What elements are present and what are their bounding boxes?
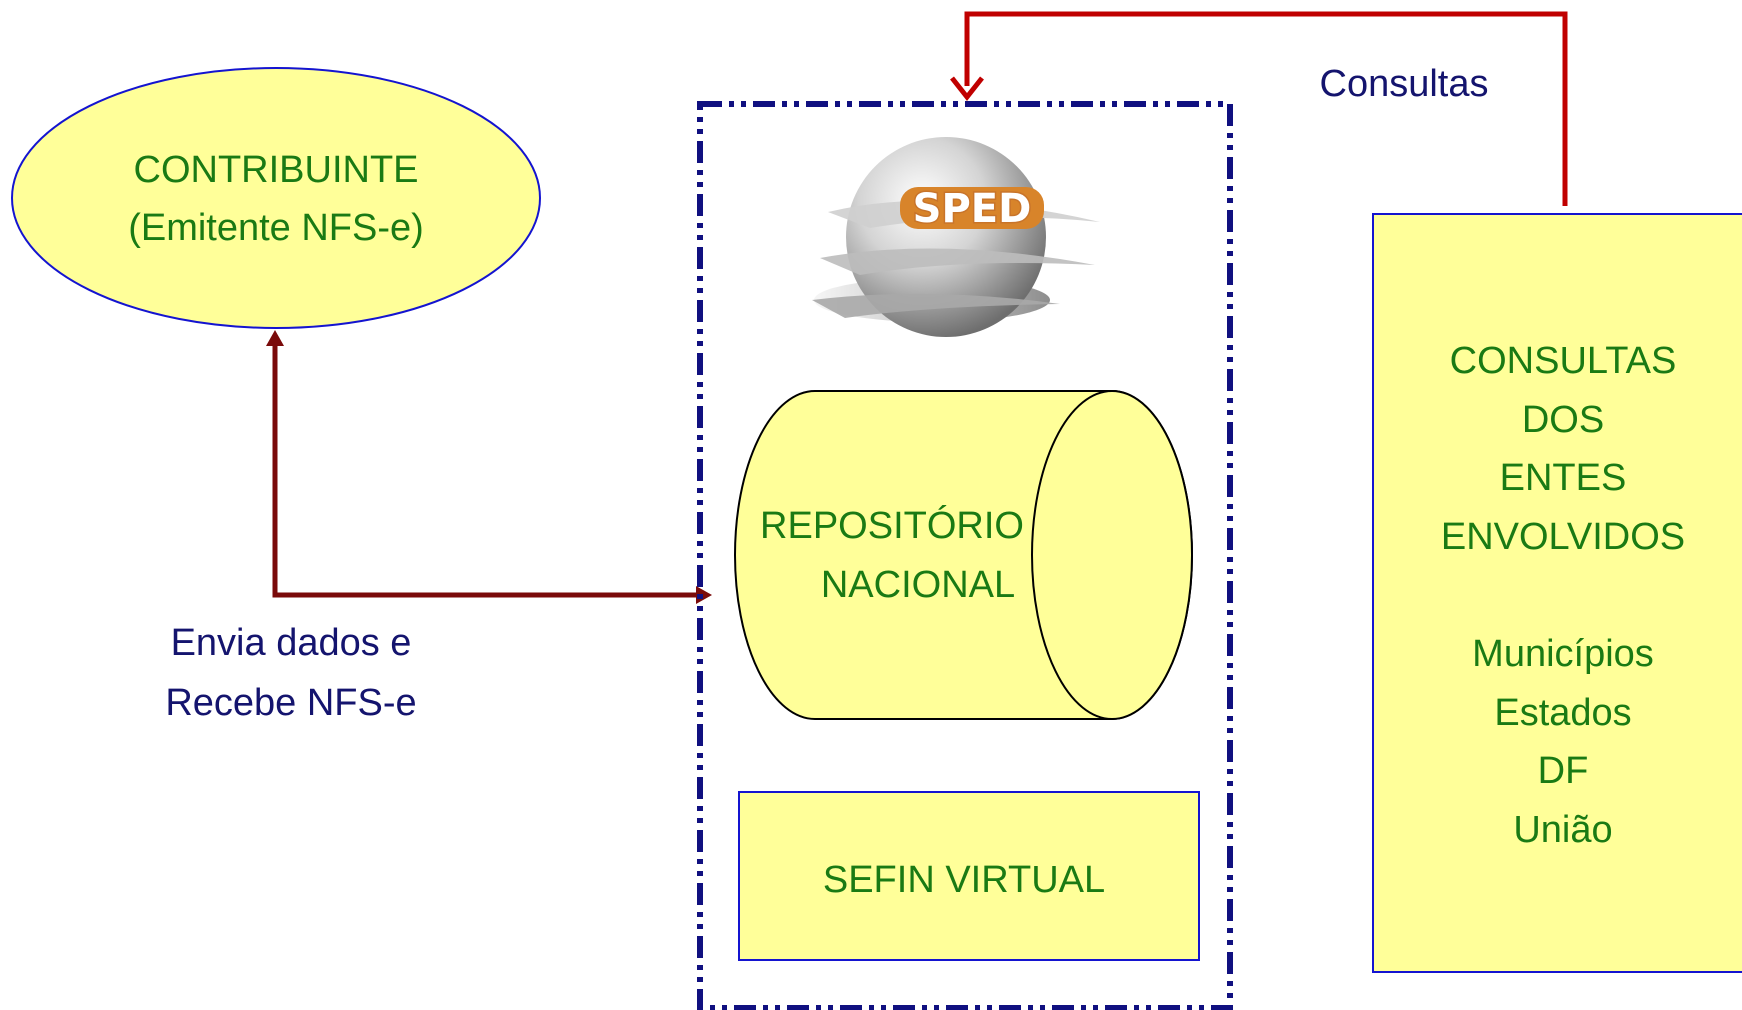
ente-municipios: Municípios — [1472, 633, 1654, 675]
envia-recebe-arrow — [266, 330, 712, 604]
sefin-virtual-box — [738, 791, 1200, 961]
contribuinte-node: CONTRIBUINTE (Emitente NFS-e) — [11, 67, 541, 329]
repositorio-cylinder-end — [1031, 390, 1193, 720]
ente-estados: Estados — [1494, 692, 1631, 734]
consultas-arrow — [950, 11, 1568, 206]
sped-container — [697, 101, 1233, 1010]
envia-recebe-connector — [272, 342, 698, 598]
consultas-heading-line2: DOS — [1522, 399, 1604, 441]
arrowhead-up-icon — [266, 330, 284, 346]
consultas-label: Consultas — [1320, 63, 1489, 105]
consultas-heading-line3: ENTES — [1500, 457, 1627, 499]
sped-globe-logo-icon: SPED — [812, 137, 1100, 337]
envia-label-line2: Recebe NFS-e — [165, 682, 416, 724]
sefin-virtual-label: SEFIN VIRTUAL — [823, 859, 1105, 901]
ente-uniao: União — [1513, 809, 1612, 851]
consultas-connector — [964, 11, 1568, 206]
sped-logo-text: SPED — [913, 186, 1032, 232]
consultas-entes-node: CONSULTAS DOS ENTES ENVOLVIDOS Município… — [1372, 213, 1742, 973]
contribuinte-subtitle: (Emitente NFS-e) — [128, 207, 424, 249]
repositorio-label-line1: REPOSITÓRIO — [760, 504, 1024, 547]
consultas-entes-box — [1372, 213, 1742, 973]
consultas-heading-line1: CONSULTAS — [1450, 340, 1677, 382]
sefin-virtual-node: SEFIN VIRTUAL — [738, 791, 1200, 961]
contribuinte-ellipse — [11, 67, 541, 329]
contribuinte-title: CONTRIBUINTE — [134, 149, 419, 191]
repositorio-nacional-node: REPOSITÓRIO NACIONAL — [734, 390, 1193, 720]
arrowhead-right-icon — [696, 586, 712, 604]
repositorio-label-line2: NACIONAL — [821, 564, 1015, 606]
ente-df: DF — [1538, 750, 1589, 792]
envia-label-line1: Envia dados e — [171, 622, 412, 664]
consultas-heading-line4: ENVOLVIDOS — [1441, 516, 1685, 558]
arrowhead-down-icon — [950, 76, 984, 102]
